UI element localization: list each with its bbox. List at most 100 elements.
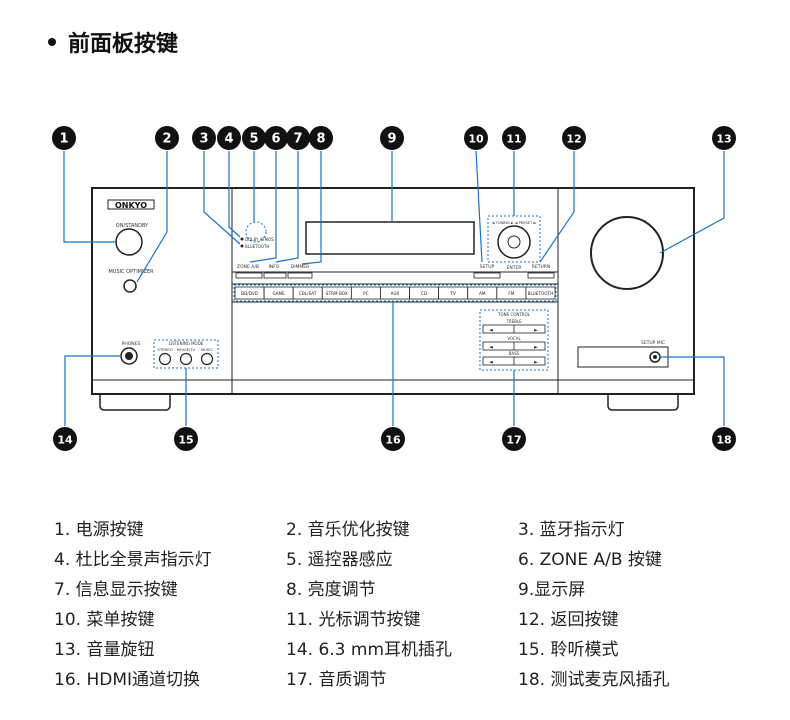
vocal-buttons[interactable]: ◄ ► <box>482 341 546 351</box>
movie-tv-button[interactable] <box>179 352 193 366</box>
legend-item: 17. 音质调节 <box>286 670 387 690</box>
callout-2: 2 <box>155 126 179 150</box>
svg-text:►: ► <box>534 360 538 366</box>
callout-number: 2 <box>162 132 171 147</box>
zone-ab-label: ZONE A/B <box>237 264 259 270</box>
legend-item: 15. 聆听模式 <box>518 640 619 660</box>
music-button[interactable] <box>200 352 214 366</box>
brand-logo-box <box>107 199 155 210</box>
callout-number: 4 <box>224 132 233 147</box>
callout-number: 9 <box>387 132 396 147</box>
tuning-preset-label: ◄ TUNING ► ◄ PRESET ► <box>492 221 537 225</box>
legend-item: 6. ZONE A/B 按键 <box>518 550 662 570</box>
input-button-label: PC <box>363 291 369 296</box>
input-button-label: TV <box>449 291 456 296</box>
callout-number: 15 <box>178 434 193 447</box>
legend-item: 11. 光标调节按键 <box>286 610 421 630</box>
phones-label: PHONES <box>122 341 141 347</box>
input-button-label: AUX <box>391 291 400 296</box>
callout-number: 6 <box>271 132 280 147</box>
callout-number: 10 <box>468 133 484 146</box>
stereo-button[interactable] <box>158 352 172 366</box>
dimmer-label: DIMMER <box>291 264 310 270</box>
callout-number: 13 <box>716 133 731 146</box>
page-title: 前面板按键 <box>48 26 178 58</box>
setup-mic-label: SETUP MIC <box>641 340 665 346</box>
legend-item: 5. 遥控器感应 <box>286 550 393 570</box>
input-button-7[interactable]: TV <box>438 286 469 300</box>
input-button-10[interactable]: BLUETOOTH <box>525 286 556 300</box>
treble-buttons[interactable]: ◄ ► <box>482 324 546 334</box>
input-buttons-outline <box>233 284 557 302</box>
enter-label: ENTER <box>507 265 522 271</box>
callout-13: 13 <box>712 126 736 150</box>
legend-item: 12. 返回按键 <box>518 610 619 630</box>
input-button-label: BD/DVD <box>241 291 258 296</box>
dimmer-button[interactable] <box>287 272 313 279</box>
zone-ab-button[interactable] <box>235 272 263 279</box>
enter-button[interactable] <box>507 235 521 249</box>
callout-number: 17 <box>506 434 521 447</box>
display-screen <box>305 221 475 255</box>
tone-control-label: TONE CONTROL <box>497 312 531 317</box>
bullet-dot <box>48 38 56 46</box>
svg-text:◄: ◄ <box>489 345 493 351</box>
svg-text:►: ► <box>534 345 538 351</box>
remote-sensor <box>245 221 267 243</box>
volume-knob[interactable] <box>590 216 664 290</box>
input-button-label: GAME <box>272 291 285 296</box>
power-button[interactable] <box>115 228 143 256</box>
legend-item: 13. 音量旋钮 <box>54 640 155 660</box>
input-button-9[interactable]: FM <box>496 286 527 300</box>
movie-tv-label: MOVIE/TV <box>177 347 196 352</box>
bass-buttons[interactable]: ◄ ► <box>482 356 546 366</box>
legend-item: 1. 电源按键 <box>54 520 144 540</box>
legend-item: 2. 音乐优化按键 <box>286 520 410 540</box>
return-label: RETURN <box>532 264 551 270</box>
treble-label: TREBLE <box>505 319 522 324</box>
input-button-8[interactable]: AM <box>467 286 498 300</box>
return-button[interactable] <box>527 272 555 279</box>
page-title-text: 前面板按键 <box>68 32 179 57</box>
callout-number: 7 <box>293 132 302 147</box>
on-standby-label: ON/STANDBY <box>116 223 149 229</box>
callout-17: 17 <box>502 427 526 451</box>
callout-number: 18 <box>716 434 731 447</box>
leader-lines <box>63 150 725 426</box>
input-button-4[interactable]: PC <box>350 286 381 300</box>
music-label: MUSIC <box>201 347 214 352</box>
legend-item: 10. 菜单按键 <box>54 610 155 630</box>
dolby-atmos-label: DOLBY ATMOS <box>245 237 274 242</box>
input-button-6[interactable]: CD <box>409 286 440 300</box>
legend-item: 18. 测试麦克风插孔 <box>518 670 670 690</box>
input-button-label: FM <box>508 291 514 296</box>
setup-button[interactable] <box>473 272 501 279</box>
stereo-label: STEREO <box>157 347 172 352</box>
callout-15: 15 <box>174 427 198 451</box>
callout-11: 11 <box>502 126 526 150</box>
input-button-0[interactable]: BD/DVD <box>234 286 265 300</box>
info-button[interactable] <box>263 272 287 279</box>
callout-10: 10 <box>464 126 488 150</box>
input-button-label: STRM BOX <box>326 291 348 296</box>
input-button-label: AM <box>479 291 486 296</box>
input-button-2[interactable]: CBL/SAT <box>292 286 323 300</box>
listening-mode-label: LISTENING MODE <box>169 341 204 346</box>
callout-number: 3 <box>199 132 208 147</box>
input-button-3[interactable]: STRM BOX <box>321 286 352 300</box>
input-button-label: CD <box>421 291 427 296</box>
input-button-5[interactable]: AUX <box>380 286 410 300</box>
music-optimizer-button[interactable] <box>123 279 137 293</box>
callout-14: 14 <box>53 427 77 451</box>
brand-logo: ONKYO <box>115 201 147 210</box>
bass-label: BASS <box>509 351 520 356</box>
callout-12: 12 <box>562 126 586 150</box>
input-button-label: BLUETOOTH <box>528 291 554 296</box>
callout-16: 16 <box>381 427 405 451</box>
legend-item: 4. 杜比全景声指示灯 <box>54 550 212 570</box>
legend-item: 16. HDMI通道切换 <box>54 670 200 690</box>
input-button-1[interactable]: GAME <box>263 286 294 300</box>
